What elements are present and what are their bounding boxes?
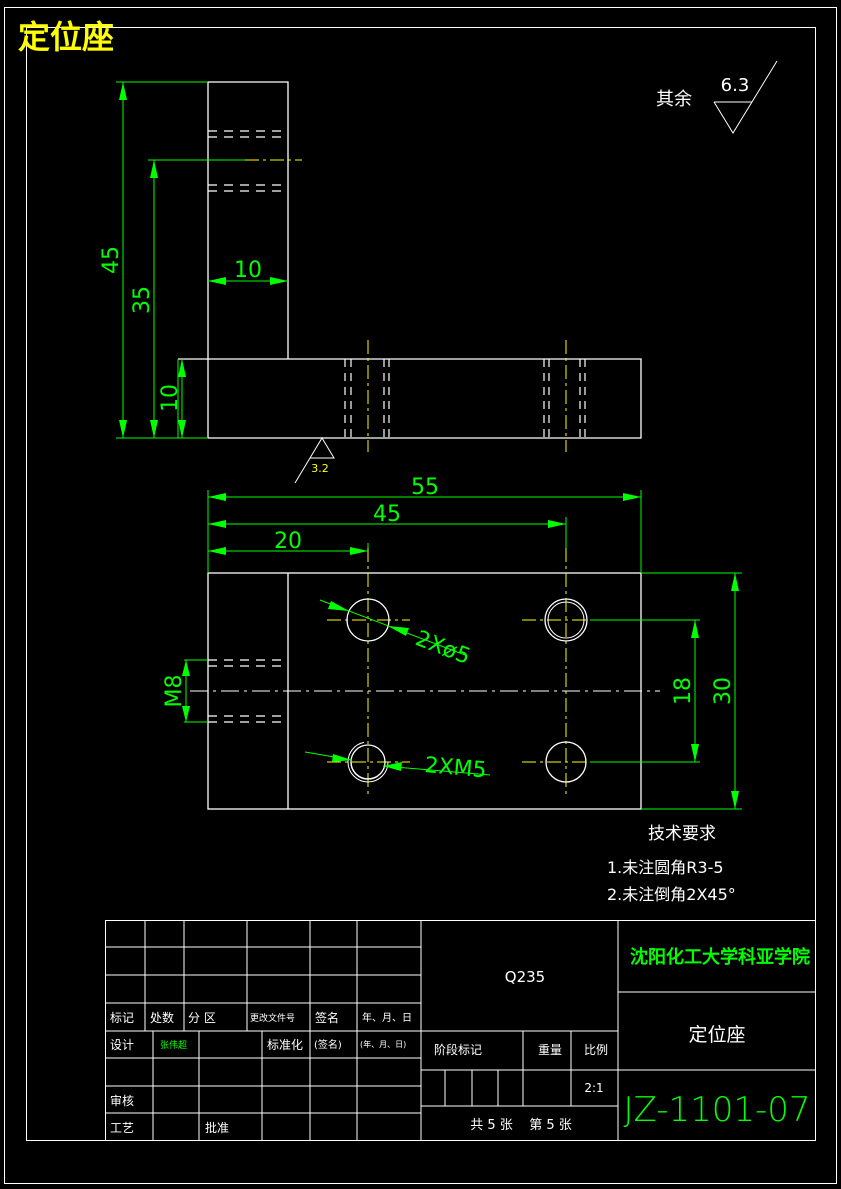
dim-55: 55 — [411, 475, 439, 500]
thread-bottom-right — [545, 741, 587, 783]
dim-30: 30 — [711, 677, 736, 705]
roughness-symbol-default: 其余 6.3 — [656, 60, 778, 134]
drawing-title: 定位座 — [18, 18, 114, 56]
dim-thread-spec: 2XM5 — [423, 753, 487, 783]
top-view-dimensions — [182, 490, 742, 810]
top-view — [190, 548, 660, 810]
label-standardize: 标准化 — [267, 1038, 303, 1052]
label-date: 年、月、日 — [362, 1011, 412, 1024]
dim-45-horizontal: 45 — [373, 502, 401, 527]
dim-18: 18 — [671, 677, 696, 705]
dim-hole-spec: 2Xø5 — [412, 626, 474, 670]
designer-name: 张伟超 — [160, 1039, 187, 1051]
title-block — [105, 920, 816, 1141]
roughness-note-prefix: 其余 — [656, 89, 692, 110]
front-view-dimensions — [116, 81, 288, 439]
sheet-count: 共 5 张 第 5 张 — [470, 1118, 572, 1133]
part-name: 定位座 — [688, 1024, 745, 1046]
drawing-number: JZ-1101-07 — [623, 1090, 810, 1130]
hole-top-left — [346, 598, 390, 642]
label-sign-paren: (签名) — [314, 1038, 342, 1051]
tech-requirement-item: 2.未注倒角2X45° — [607, 885, 736, 904]
dim-20: 20 — [274, 529, 302, 554]
dim-m8: M8 — [162, 675, 187, 708]
dim-45-vertical: 45 — [99, 246, 124, 274]
dim-35: 35 — [130, 286, 155, 314]
outer-border — [4, 7, 837, 1184]
label-process: 工艺 — [110, 1121, 134, 1135]
scale-value: 2:1 — [584, 1081, 603, 1095]
label-stage-mark: 阶段标记 — [434, 1042, 482, 1057]
label-change-doc: 更改文件号 — [250, 1012, 295, 1024]
label-scale: 比例 — [584, 1043, 608, 1057]
dim-10-horizontal: 10 — [234, 258, 262, 283]
tech-requirements-heading: 技术要求 — [648, 824, 716, 844]
school-name: 沈阳化工大学科亚学院 — [630, 946, 810, 968]
roughness-default-value: 6.3 — [721, 75, 750, 96]
label-date-paren: (年、月、日) — [360, 1039, 406, 1049]
dim-10-vertical: 10 — [158, 384, 183, 412]
roughness-symbol-base: 3.2 — [294, 437, 335, 484]
label-mark: 标记 — [110, 1011, 134, 1025]
label-weight: 重量 — [538, 1043, 562, 1057]
label-review: 审核 — [110, 1093, 134, 1108]
material-label: Q235 — [505, 968, 545, 986]
tech-requirement-item: 1.未注圆角R3-5 — [607, 858, 724, 877]
roughness-base-value: 3.2 — [311, 462, 329, 475]
label-approve: 批准 — [205, 1120, 229, 1135]
label-signature: 签名 — [315, 1010, 339, 1025]
hole-top-right — [544, 598, 588, 642]
label-zone: 分 区 — [188, 1011, 216, 1025]
front-view — [178, 81, 642, 452]
label-count: 处数 — [150, 1010, 174, 1025]
label-design: 设计 — [110, 1038, 134, 1052]
